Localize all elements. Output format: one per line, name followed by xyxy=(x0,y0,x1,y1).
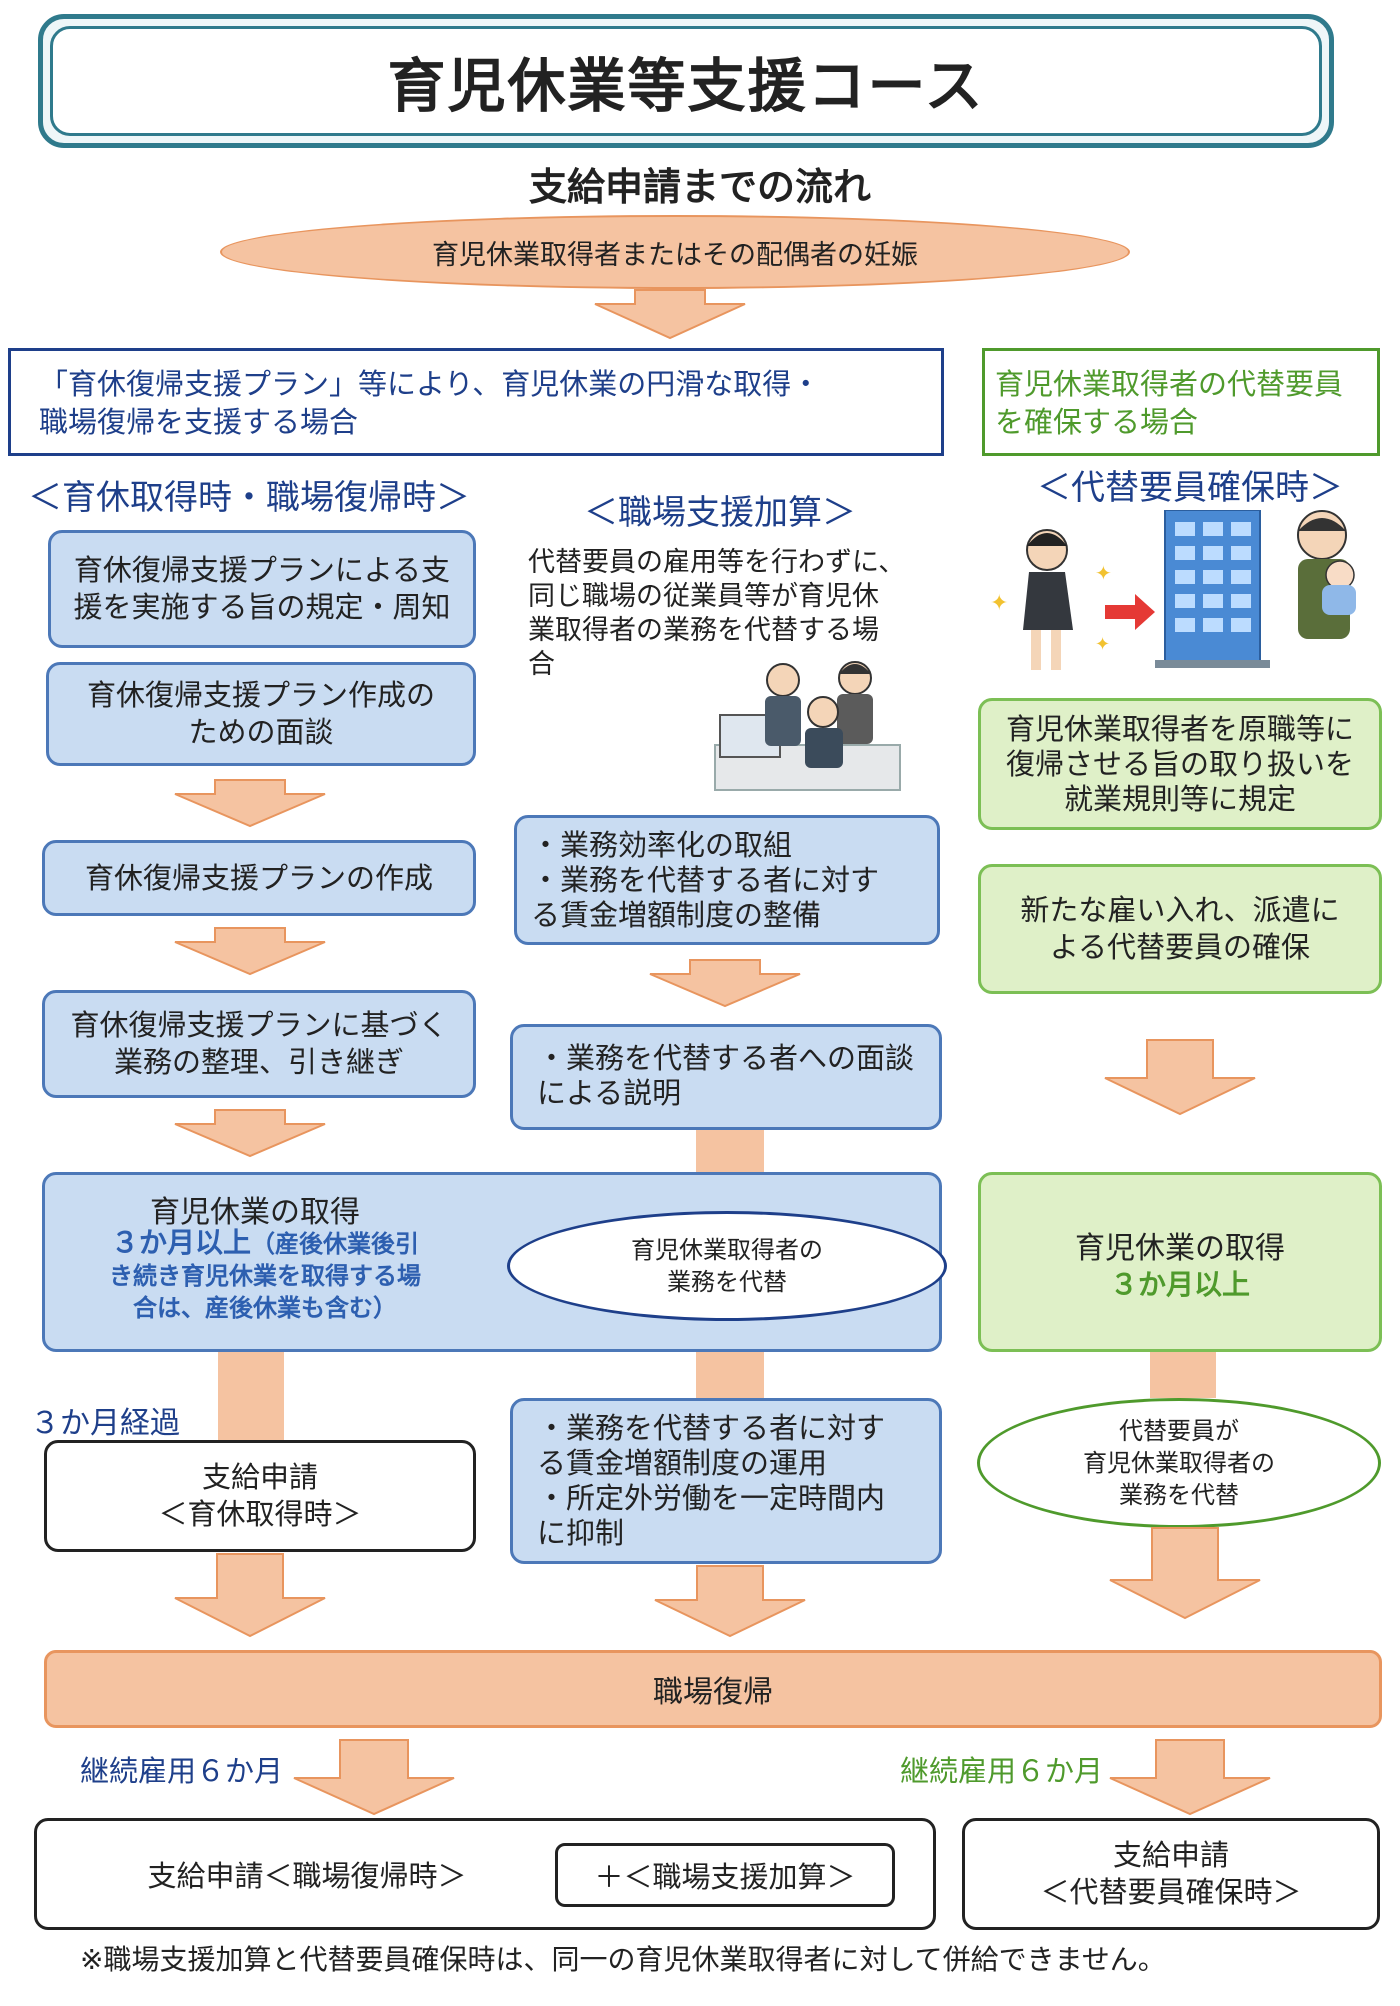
down-arrow xyxy=(293,1739,455,1816)
col1-apply-box: 支給申請 ＜育休取得時＞ xyxy=(44,1440,476,1552)
office-meeting-illustration xyxy=(705,650,905,800)
left-section-header: 「育休復帰支援プラン」等により、育児休業の円滑な取得・ 職場復帰を支援する場合 xyxy=(8,348,944,456)
final-left-box: 支給申請＜職場復帰時＞ ＋＜職場支援加算＞ xyxy=(34,1818,936,1930)
down-arrow xyxy=(174,779,326,828)
page-subtitle: 支給申請までの流れ xyxy=(528,164,871,209)
col1-elapsed: ３か月経過 xyxy=(30,1406,180,1441)
svg-text:✦: ✦ xyxy=(990,591,1008,616)
col1-box-interview: 育休復帰支援プラン作成の ための面談 xyxy=(46,662,476,766)
col3-leave-box: 育児休業の取得 ３か月以上 xyxy=(978,1172,1382,1352)
col2-oval-text: 育児休業取得者の 業務を代替 xyxy=(631,1236,823,1296)
connector-bar xyxy=(696,1130,764,1174)
page-title: 育児休業等支援コース xyxy=(387,52,985,120)
leave-title: 育児休業の取得 xyxy=(150,1195,360,1230)
col2-description: 代替要員の雇用等を行わずに、 同じ職場の従業員等が育児休 業取得者の業務を代替す… xyxy=(528,547,906,680)
return-to-work-bar: 職場復帰 xyxy=(44,1650,1382,1728)
leave-detail-rest: （産後休業後引 き続き育児休業を取得する場 合は、産後休業も含む） xyxy=(109,1230,421,1322)
col1-box-handover: 育休復帰支援プランに基づく 業務の整理、引き継ぎ xyxy=(42,990,476,1098)
col3-substitute-oval: 代替要員が 育児休業取得者の 業務を代替 xyxy=(977,1398,1381,1528)
col3-box-hire: 新たな雇い入れ、派遣に よる代替要員の確保 xyxy=(978,864,1382,994)
down-arrow xyxy=(174,927,326,976)
col2-box-operation: ・業務を代替する者に対す る賃金増額制度の運用 ・所定外労働を一定時間内 に抑制 xyxy=(510,1398,942,1564)
final-plus-box: ＋＜職場支援加算＞ xyxy=(555,1843,895,1907)
connector-bar xyxy=(218,1352,284,1444)
col2-box-efficiency: ・業務効率化の取組 ・業務を代替する者に対す る賃金増額制度の整備 xyxy=(514,815,940,945)
down-arrow xyxy=(1109,1739,1271,1816)
leave-detail: ３か月以上（産後休業後引 き続き育児休業を取得する場 合は、産後休業も含む） xyxy=(75,1227,455,1337)
start-oval: 育児休業取得者またはその配偶者の妊娠 xyxy=(220,215,1130,289)
col3-oval-text: 代替要員が 育児休業取得者の 業務を代替 xyxy=(1083,1417,1275,1509)
col1-box-regulation: 育休復帰支援プランによる支 援を実施する旨の規定・周知 xyxy=(48,530,476,648)
start-label: 育児休業取得者またはその配偶者の妊娠 xyxy=(432,239,918,271)
final-right-box: 支給申請 ＜代替要員確保時＞ xyxy=(962,1818,1380,1930)
down-arrow xyxy=(649,959,801,1008)
col2-substitute-oval: 育児休業取得者の 業務を代替 xyxy=(507,1211,947,1321)
final-left-label: 支給申請＜職場復帰時＞ xyxy=(147,1859,467,1893)
title-frame: 育児休業等支援コース xyxy=(38,14,1334,148)
father-with-baby-illustration xyxy=(1280,505,1380,645)
col2-box-explanation: ・業務を代替する者への面談 による説明 xyxy=(510,1024,942,1130)
leave-box: 育児休業の取得 ３か月以上（産後休業後引 き続き育児休業を取得する場 合は、産後… xyxy=(42,1172,947,1352)
down-arrow xyxy=(594,289,746,340)
leave-detail-bold: ３か月以上 xyxy=(110,1226,251,1259)
down-arrow xyxy=(1109,1527,1261,1620)
left-continued-label: 継続雇用６か月 xyxy=(80,1754,284,1788)
return-label: 職場復帰 xyxy=(653,1675,773,1710)
left-header-text: 「育休復帰支援プラン」等により、育児休業の円滑な取得・ 職場復帰を支援する場合 xyxy=(39,367,821,439)
col3-heading: ＜代替要員確保時＞ xyxy=(1037,467,1343,508)
down-arrow xyxy=(174,1109,326,1158)
col3-leave-title: 育児休業の取得 xyxy=(1075,1231,1285,1266)
col1-heading: ＜育休取得時・職場復帰時＞ xyxy=(28,478,470,518)
woman-to-office-illustration: ✦ ✦ ✦ xyxy=(985,509,1380,690)
col1-box-create-plan: 育休復帰支援プランの作成 xyxy=(42,840,476,916)
col3-leave-detail: ３か月以上 xyxy=(1109,1268,1250,1301)
connector-bar xyxy=(696,1352,764,1398)
connector-bar xyxy=(1150,1352,1216,1398)
right-section-header: 育児休業取得者の代替要員 を確保する場合 xyxy=(982,348,1380,456)
down-arrow xyxy=(654,1565,806,1638)
down-arrow xyxy=(1104,1039,1256,1116)
svg-text:✦: ✦ xyxy=(1095,561,1112,585)
right-continued-label: 継続雇用６か月 xyxy=(900,1754,1104,1788)
footnote: ※職場支援加算と代替要員確保時は、同一の育児休業取得者に対して併給できません。 xyxy=(80,1943,1166,1976)
col2-heading: ＜職場支援加算＞ xyxy=(584,492,856,533)
col3-box-rules: 育児休業取得者を原職等に 復帰させる旨の取り扱いを 就業規則等に規定 xyxy=(978,698,1382,830)
right-header-text: 育児休業取得者の代替要員 を確保する場合 xyxy=(995,367,1344,439)
down-arrow xyxy=(174,1553,326,1638)
svg-text:✦: ✦ xyxy=(1095,634,1110,655)
